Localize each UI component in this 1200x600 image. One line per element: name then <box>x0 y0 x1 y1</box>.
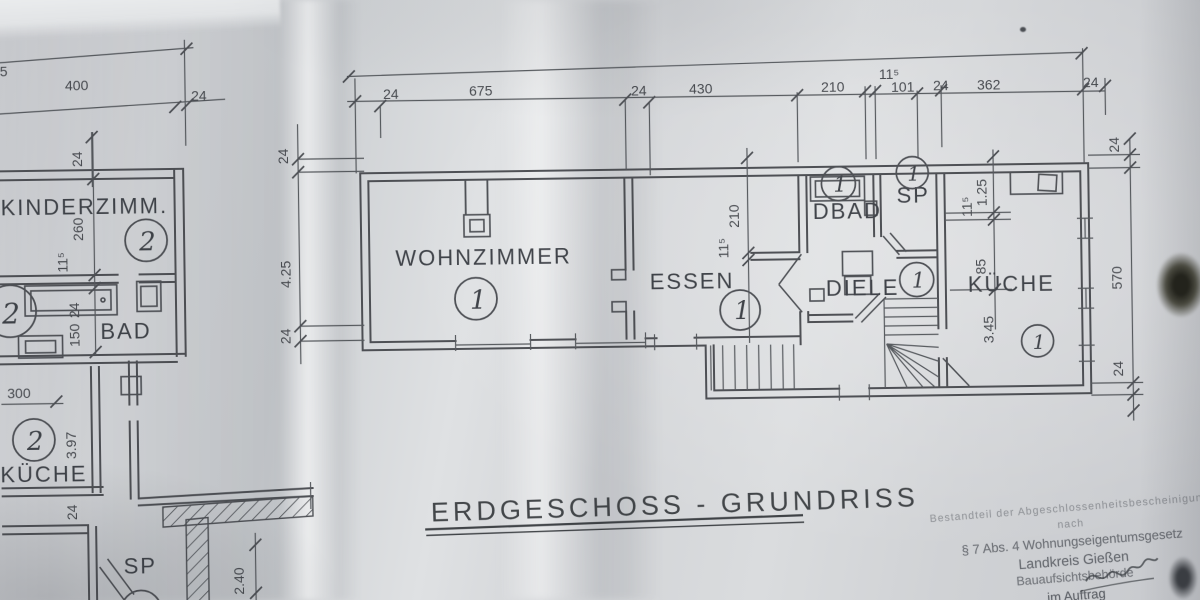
stairs-straight <box>710 344 795 391</box>
dim-chain-3: 430 <box>689 80 713 96</box>
dim-right-0: 24 <box>1106 137 1122 153</box>
unit-badge-kueche-main <box>1020 324 1055 358</box>
fixtures-main <box>462 170 1064 313</box>
dim-chain-1: 675 <box>469 82 493 98</box>
unit-badge-sp-left <box>120 589 163 600</box>
dim-kz-1: 11⁵ <box>54 252 70 273</box>
room-label-kinderzimmer: KINDERZIMM. <box>0 193 168 220</box>
unit-badge-diele <box>898 261 935 298</box>
paper-speck <box>1020 27 1026 32</box>
dim-left-1: 4.25 <box>277 260 293 288</box>
dim-chain-9: 24 <box>1083 74 1099 90</box>
dim-lb-397: 3.97 <box>63 431 79 459</box>
unit-badge-dbad <box>820 165 857 202</box>
dim-kueche-0: 1.25 <box>973 179 989 207</box>
unit-badge-wohnzimmer <box>454 276 498 321</box>
dim-chain-0: 24 <box>383 86 399 102</box>
unit-badge-kinderzimmer <box>124 218 169 263</box>
title-underline-1 <box>425 514 804 531</box>
window-lines-main <box>454 217 1095 401</box>
dim-left-0: 24 <box>275 148 291 164</box>
unit-number-bad: 2 <box>1 297 20 330</box>
dim-chain-7: 24 <box>933 77 949 93</box>
room-label-diele: DIELE <box>826 275 900 301</box>
dim-top-partial: 5 <box>0 63 8 79</box>
unit-badge-kueche-left <box>11 418 56 462</box>
dim-right-1: 570 <box>1109 266 1125 290</box>
unit-number-kinderzimmer: 2 <box>138 227 156 257</box>
stairs-winder <box>883 297 940 389</box>
unit-number-dbad: 1 <box>833 173 847 197</box>
room-label-sp-left: SP <box>123 553 157 578</box>
room-label-bad: BAD <box>100 318 152 344</box>
paper-stain-bottom-right <box>1168 556 1198 600</box>
dim-right-2: 24 <box>1110 361 1126 377</box>
dim-lb-300: 300 <box>7 385 31 401</box>
dim-kz-0: 260 <box>70 217 86 241</box>
dim-chain-6: 101 <box>891 79 915 95</box>
fixtures-left-building <box>17 280 162 396</box>
unit-number-essen: 1 <box>734 296 750 325</box>
dim-kueche-2: 85 <box>972 259 988 275</box>
signature <box>1079 557 1159 593</box>
dim-lb-240: 2.40 <box>231 567 247 595</box>
paper-hole-stain <box>1156 252 1200 318</box>
dim-kueche-3: 3.45 <box>980 316 996 344</box>
room-label-essen: ESSEN <box>650 268 735 294</box>
title-underline-2 <box>426 521 805 537</box>
dim-essen-0: 210 <box>726 204 742 228</box>
door-swings-left <box>99 558 135 600</box>
dim-chain-8: 362 <box>977 76 1001 92</box>
dim-lb-0: 24 <box>69 151 85 167</box>
room-label-kueche-main: KÜCHE <box>968 271 1055 297</box>
unit-number-kueche-left: 2 <box>26 427 44 457</box>
dim-chain-2: 24 <box>631 82 647 98</box>
room-label-kueche-left: KÜCHE <box>0 461 87 487</box>
dimension-ticks <box>49 42 1141 600</box>
hatched-walls <box>162 495 314 600</box>
unit-badge-sp-main <box>895 155 930 190</box>
unit-badge-bad <box>0 284 37 339</box>
unit-number-wohnzimmer: 1 <box>470 286 487 316</box>
unit-number-sp-main: 1 <box>907 162 920 186</box>
dim-kueche-1: 11⁵ <box>959 197 975 218</box>
room-label-dbad: DBAD <box>813 198 882 224</box>
room-label-sp-main: SP <box>896 182 930 207</box>
unit-number-kueche-main: 1 <box>1032 330 1045 354</box>
title-block: ERDGESCHOSS - GRUNDRISS <box>425 482 919 537</box>
room-labels: WOHNZIMMER 1 ESSEN 1 DBAD 1 SP 1 DIELE 1… <box>0 155 1055 600</box>
room-label-wohnzimmer: WOHNZIMMER <box>395 243 572 270</box>
unit-number-diele: 1 <box>912 268 926 292</box>
dim-left-2: 24 <box>277 328 293 344</box>
dimension-labels: 5 400 24 24 675 24 430 210 11⁵ 101 24 36… <box>0 63 1126 595</box>
dim-kz-2: 24 <box>66 302 82 318</box>
dim-chain-5: 11⁵ <box>879 66 900 82</box>
dim-lb-24: 24 <box>64 504 80 520</box>
unit-badge-essen <box>719 289 762 331</box>
dim-topleft-24: 24 <box>191 87 207 103</box>
walls-left-building <box>0 167 314 600</box>
door-swings-main <box>778 232 970 387</box>
dim-essen-1: 11⁵ <box>715 238 731 259</box>
dim-kz-3: 150 <box>66 323 82 347</box>
dim-400: 400 <box>65 77 89 93</box>
dim-chain-4: 210 <box>821 79 845 95</box>
